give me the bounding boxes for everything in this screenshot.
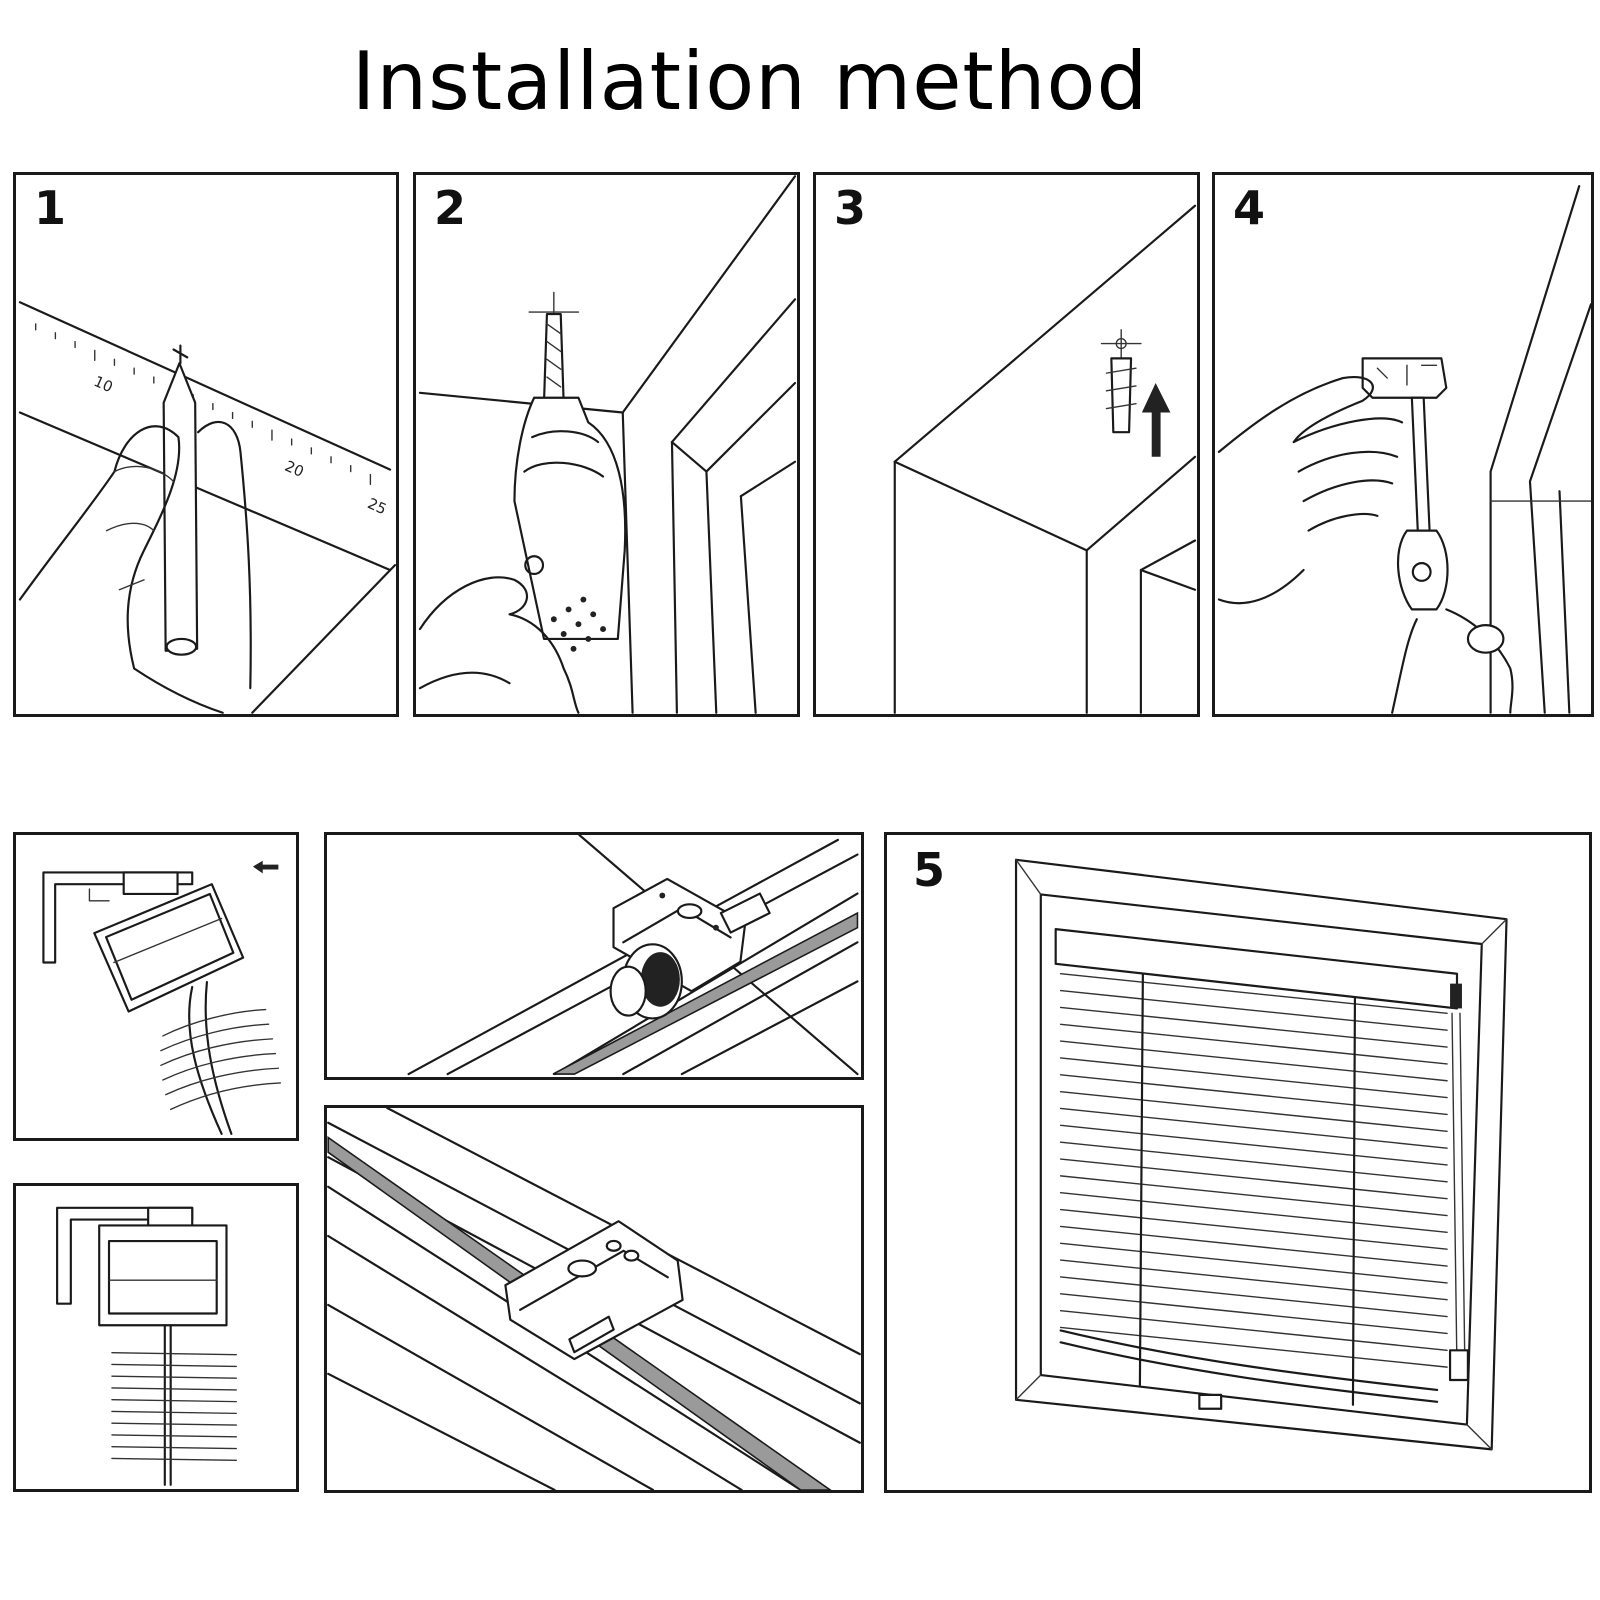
step-number: 4 bbox=[1233, 181, 1266, 235]
blind-slat bbox=[1059, 1192, 1448, 1234]
headrail-bracket-clip-icon bbox=[327, 1108, 861, 1490]
ruler-label-20: 20 bbox=[282, 458, 306, 481]
blind-slat bbox=[1059, 1276, 1448, 1318]
ruler-label-10: 10 bbox=[91, 373, 115, 396]
blind-slat bbox=[1059, 1057, 1448, 1099]
step-number: 3 bbox=[834, 181, 867, 235]
detail-bracket-tilt-panel bbox=[13, 832, 299, 1141]
bracket-tilt-in-icon bbox=[42, 860, 282, 1135]
installed-blind-icon bbox=[1014, 858, 1508, 1451]
blind-slat bbox=[1059, 1175, 1448, 1217]
ruler-pencil-marking-icon: 10 20 25 bbox=[18, 301, 396, 714]
blind-slat bbox=[1059, 1225, 1448, 1267]
page-title: Installation method bbox=[351, 35, 1149, 128]
blind-slat bbox=[1059, 1309, 1448, 1351]
step-4-panel: 4 bbox=[1212, 172, 1594, 717]
blind-slat bbox=[1059, 1090, 1448, 1132]
detail-headrail-mechanism-panel bbox=[324, 832, 864, 1080]
blind-slat bbox=[1059, 973, 1448, 1015]
bracket-locked-icon bbox=[56, 1206, 237, 1486]
step-3-panel: 3 bbox=[813, 172, 1200, 717]
drill-icon bbox=[418, 175, 797, 714]
step-number: 5 bbox=[913, 843, 946, 897]
blind-slat bbox=[1059, 1158, 1448, 1200]
blind-slat bbox=[1059, 989, 1448, 1031]
blind-slat bbox=[1059, 1208, 1448, 1250]
wall-anchor-icon bbox=[893, 204, 1197, 714]
blind-slat bbox=[1059, 1107, 1448, 1149]
screwdriver-bracket-icon bbox=[1217, 185, 1591, 714]
blind-slat bbox=[1059, 1326, 1448, 1368]
blind-slat bbox=[1059, 1259, 1448, 1301]
blind-slat bbox=[1059, 1141, 1448, 1183]
blind-slat bbox=[1059, 1124, 1448, 1166]
step-number: 1 bbox=[34, 181, 67, 235]
headrail-mechanism-icon bbox=[407, 835, 859, 1076]
blind-slat bbox=[1059, 1023, 1448, 1065]
step-2-panel: 2 bbox=[413, 172, 800, 717]
detail-headrail-clip-panel bbox=[324, 1105, 864, 1493]
blind-slat bbox=[1059, 1006, 1448, 1048]
step-1-panel: 10 20 25 1 bbox=[13, 172, 399, 717]
blind-slat bbox=[1059, 1074, 1448, 1116]
detail-bracket-locked-panel bbox=[13, 1183, 299, 1492]
step-5-panel: 5 bbox=[884, 832, 1592, 1493]
blind-slat bbox=[1059, 1293, 1448, 1335]
blind-slat bbox=[1059, 1242, 1448, 1284]
blind-slat bbox=[1059, 1040, 1448, 1082]
ruler-label-25: 25 bbox=[365, 495, 389, 518]
step-number: 2 bbox=[434, 181, 467, 235]
